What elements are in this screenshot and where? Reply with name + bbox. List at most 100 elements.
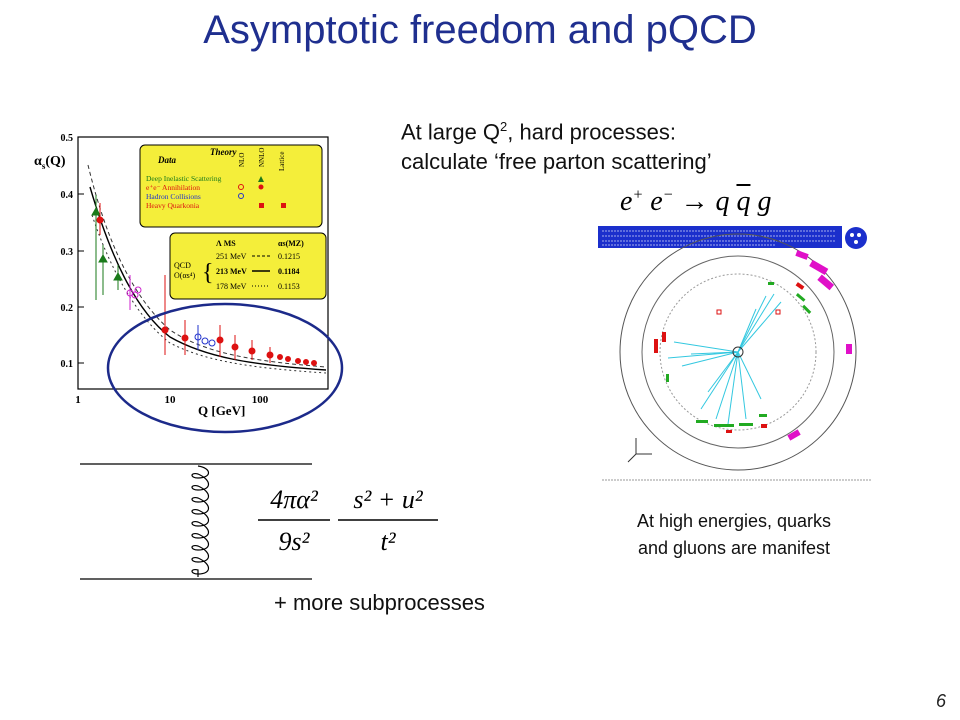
- data-point: [248, 347, 256, 355]
- vertex-markers: [716, 309, 781, 315]
- legend-theory-label: Theory: [210, 147, 238, 157]
- fit-lambda-1: 251 MeV: [216, 252, 247, 261]
- data-point: [134, 286, 142, 294]
- legend-lambda-head: Λ MS: [216, 239, 236, 248]
- y-tick-0.5: 0.5: [61, 133, 74, 144]
- legend-marker-dis: [258, 176, 264, 182]
- data-point: [295, 358, 301, 364]
- y-tick-0.2: 0.2: [61, 303, 74, 314]
- fit-alpha-1: 0.1215: [278, 252, 300, 261]
- legend-marker-ee-nlo: [238, 184, 244, 190]
- intro-line-1-b: , hard processes:: [507, 119, 677, 145]
- data-point: [91, 206, 101, 216]
- legend-row-hadron: Hadron Collisions: [146, 192, 201, 201]
- legend-marker-quarkonia-lattice: [281, 203, 286, 208]
- outer-detector-ring: [619, 233, 857, 471]
- y-tick-0.4: 0.4: [61, 190, 74, 201]
- cross-section-formula: 4πα² 9s² s² + u² t²: [258, 485, 438, 556]
- data-point: [285, 356, 291, 362]
- fit-lambda-2: 213 MeV: [216, 267, 247, 276]
- intro-line-1: At large Q2, hard processes:: [401, 112, 712, 147]
- x-tick-10: 10: [165, 394, 177, 406]
- data-point: [277, 354, 283, 360]
- alpha-s-running-plot: αs(Q) 0.5 0.4 0.3 0.2 0.1 1 10 100 Q [Ge…: [34, 133, 329, 418]
- legend-marker-ee-nnlo: [258, 184, 264, 190]
- highlight-ellipse: [106, 302, 344, 434]
- feynman-diagram: [80, 463, 312, 580]
- intro-text: At large Q2, hard processes: calculate ‘…: [401, 112, 712, 177]
- gluon-propagator: [191, 465, 210, 577]
- reaction-arrow: →: [680, 186, 709, 217]
- data-point: [311, 360, 317, 366]
- legend-columns: NLO NNLO Lattice: [238, 148, 286, 171]
- legend-row-ee: e⁺e⁻ Annihilation: [146, 183, 200, 192]
- formula-numerator-1: 4πα²: [270, 485, 319, 514]
- positron-sign: +: [632, 186, 644, 204]
- page-title: Asymptotic freedom and pQCD: [203, 8, 757, 52]
- data-point: [131, 291, 139, 299]
- inner-detector-ring: [659, 273, 817, 431]
- electron-sign: −: [662, 186, 674, 204]
- data-point: [303, 359, 309, 365]
- formula-denominator-2: t²: [380, 527, 396, 556]
- interaction-point: [732, 346, 744, 358]
- legend-data-label: Data: [157, 155, 177, 165]
- calorimeter-deposits: [787, 250, 852, 441]
- x-axis-label: Q [GeV]: [198, 403, 245, 418]
- legend-box-fits: [169, 232, 327, 300]
- fit-alpha-2: 0.1184: [278, 267, 300, 276]
- electron-symbol: e: [620, 186, 633, 217]
- legend-marker-hadron: [238, 193, 244, 199]
- intro-line-1-a: At large Q: [401, 119, 501, 145]
- gluon-symbol: g: [757, 186, 772, 217]
- data-point: [216, 336, 224, 344]
- antiquark-symbol: q: [736, 186, 751, 217]
- legend-brace: {: [202, 260, 214, 286]
- theory-curve-central: [89, 186, 327, 371]
- x-tick-100: 100: [252, 394, 269, 406]
- data-point: [208, 339, 216, 347]
- plot-frame: [77, 136, 329, 390]
- x-tick-labels: 1 10 100: [75, 394, 269, 406]
- event-caption: At high energies, quarks and gluons are …: [584, 508, 884, 562]
- data-points: [91, 195, 317, 366]
- particle-tracks: [667, 293, 782, 425]
- middle-detector-ring: [641, 255, 835, 449]
- legend-col-nnlo: NNLO: [258, 148, 266, 167]
- data-point: [181, 334, 189, 342]
- y-tick-labels: 0.5 0.4 0.3 0.2 0.1: [61, 133, 74, 370]
- legend-col-lattice: Lattice: [278, 152, 286, 171]
- fit-alpha-3: 0.1153: [278, 282, 300, 291]
- event-display: [596, 224, 878, 488]
- y-axis-label: αs(Q): [34, 154, 66, 171]
- y-tick-marks: [78, 136, 84, 364]
- data-point: [201, 337, 209, 345]
- legend-row-dis: Deep Inelastic Scattering: [146, 174, 222, 183]
- fit-lambda-3: 178 MeV: [216, 282, 247, 291]
- event-caption-line-1: At high energies, quarks: [636, 511, 832, 531]
- formula-numerator-2: s² + u²: [353, 485, 423, 514]
- data-point: [98, 253, 108, 263]
- muon-hits: [654, 282, 805, 433]
- data-point: [231, 343, 239, 351]
- event-caption-line-2: and gluons are manifest: [637, 538, 831, 558]
- data-point: [266, 351, 274, 359]
- theory-curve-lower: [91, 214, 327, 374]
- intro-line-1-sup: 2: [500, 119, 508, 134]
- event-logo: [845, 227, 867, 249]
- legend-order: O(αs⁴): [174, 271, 196, 280]
- intro-line-2: calculate ‘free parton scattering’: [401, 149, 712, 175]
- data-point: [194, 333, 202, 341]
- hit-markers: [666, 282, 812, 427]
- reaction-formula: e+ e− → q q g: [620, 186, 771, 218]
- plot-legend: Data Theory NLO NNLO Lattice Deep Inelas…: [139, 144, 327, 300]
- axis-gizmo: [627, 438, 652, 463]
- legend-alpha-head: αs(MZ): [278, 239, 304, 248]
- page-number: 6: [936, 691, 947, 711]
- data-point: [96, 216, 104, 224]
- data-point: [113, 271, 123, 281]
- formula-denominator-1: 9s²: [279, 527, 311, 556]
- y-tick-0.1: 0.1: [61, 359, 74, 370]
- more-subprocesses-text: + more subprocesses: [274, 590, 485, 615]
- data-point: [161, 326, 169, 334]
